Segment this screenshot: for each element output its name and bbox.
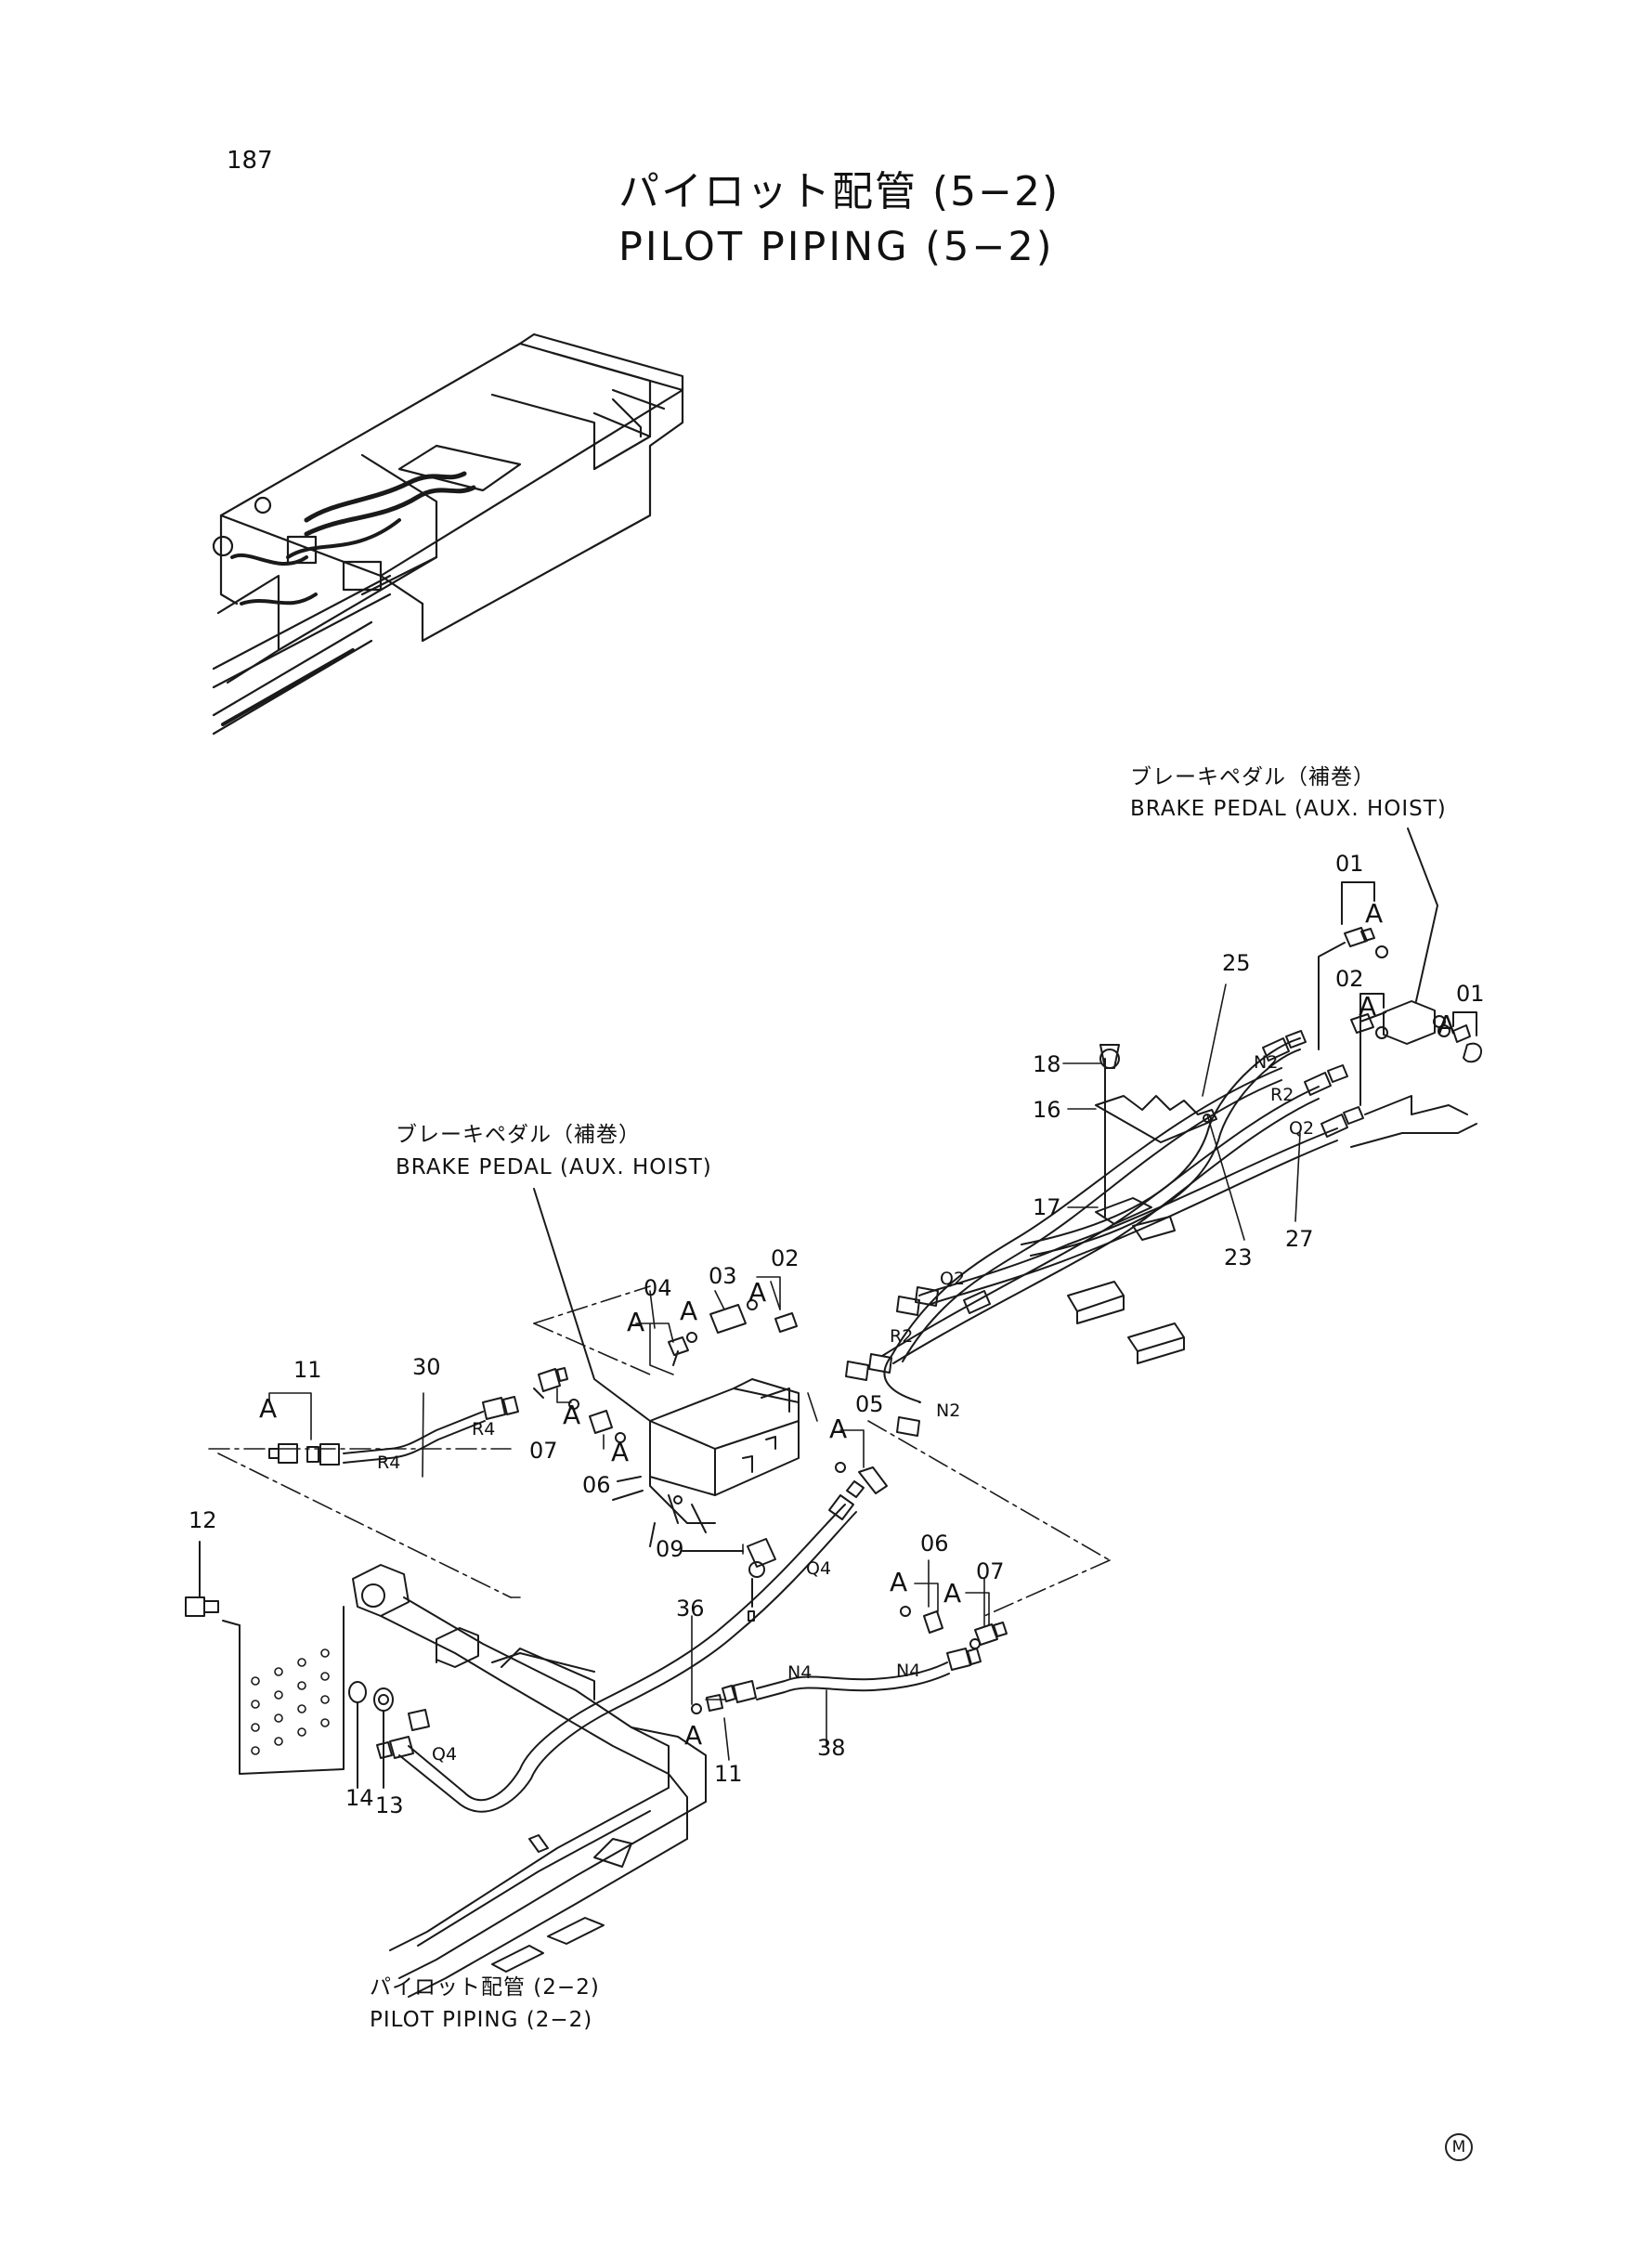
hose-label-q4: Q4 xyxy=(432,1744,458,1765)
part-number-02: 02 xyxy=(1335,966,1364,992)
detail-letter: A xyxy=(680,1296,698,1326)
part-number-05: 05 xyxy=(855,1391,884,1417)
part-number-06: 06 xyxy=(582,1472,611,1498)
part-number-13: 13 xyxy=(375,1792,404,1818)
part-number-18: 18 xyxy=(1033,1051,1061,1077)
caption-brake-pedal-left-en: BRAKE PEDAL (AUX. HOIST) xyxy=(396,1155,712,1179)
detail-letter: A xyxy=(748,1277,767,1308)
part-number-17: 17 xyxy=(1033,1194,1061,1220)
part-number-23: 23 xyxy=(1224,1244,1253,1270)
reference-frame xyxy=(208,1285,1111,1617)
detail-letter: A xyxy=(829,1414,848,1444)
part-number-09: 09 xyxy=(656,1536,684,1562)
caption-brake-pedal-right-jp: ブレーキペダル（補巻） xyxy=(1130,765,1375,789)
left-fittings xyxy=(268,1299,1008,1649)
detail-letter: A xyxy=(1437,1010,1456,1040)
hose-label-q2: Q2 xyxy=(1289,1118,1315,1139)
detail-letter: A xyxy=(890,1567,908,1597)
hose-label-r4: R4 xyxy=(377,1453,401,1473)
caption-brake-pedal-left-jp: ブレーキペダル（補巻） xyxy=(396,1123,641,1147)
part-number-04: 04 xyxy=(644,1275,672,1301)
part-number-14: 14 xyxy=(345,1785,374,1811)
part-number-12: 12 xyxy=(189,1507,217,1533)
detail-letter: A xyxy=(1359,991,1377,1022)
caption-pilot-piping-jp: パイロット配管 (2−2) xyxy=(370,1975,600,2000)
part-number-01: 01 xyxy=(1456,981,1485,1007)
part-number-30: 30 xyxy=(412,1354,441,1380)
part-number-27: 27 xyxy=(1285,1226,1314,1252)
detail-letter: A xyxy=(259,1393,278,1424)
part-number-07: 07 xyxy=(529,1438,558,1464)
part-number-16: 16 xyxy=(1033,1097,1061,1123)
detail-letter: A xyxy=(684,1720,703,1751)
hose-label-n4: N4 xyxy=(896,1661,921,1681)
caption-pilot-piping-en: PILOT PIPING (2−2) xyxy=(370,2008,593,2032)
part-number-38: 38 xyxy=(817,1735,846,1761)
part-number-25: 25 xyxy=(1222,950,1251,976)
part-number-06: 06 xyxy=(920,1531,949,1557)
clamp-assembly xyxy=(1067,1044,1217,1364)
detail-letter: A xyxy=(627,1307,645,1337)
page-title-en: PILOT PIPING (5−2) xyxy=(618,224,1055,270)
detail-letter: A xyxy=(1365,898,1384,929)
hose-label-r4: R4 xyxy=(472,1419,496,1440)
hose-label-n2: N2 xyxy=(1254,1052,1279,1073)
part-number-07: 07 xyxy=(976,1558,1005,1584)
part-number-02: 02 xyxy=(771,1245,800,1271)
part-number-11: 11 xyxy=(293,1357,322,1383)
hose-label-r2: R2 xyxy=(890,1326,914,1347)
hose-label-n4: N4 xyxy=(787,1662,813,1683)
machine-overview-inset xyxy=(212,332,684,736)
page-title-jp: パイロット配管 (5−2) xyxy=(618,168,1060,215)
page-number: 187 xyxy=(227,147,273,175)
hose-label-r2: R2 xyxy=(1270,1085,1294,1105)
hose-label-q2: Q2 xyxy=(940,1269,966,1289)
hose-label-n2: N2 xyxy=(936,1401,961,1421)
part-number-36: 36 xyxy=(676,1596,705,1622)
part-number-11: 11 xyxy=(714,1761,743,1787)
valve-block xyxy=(533,1188,800,1547)
hose-routing-lower xyxy=(376,1480,982,1813)
detail-letter: A xyxy=(563,1400,581,1430)
detail-letter: A xyxy=(943,1578,962,1609)
detail-letter: A xyxy=(611,1437,630,1467)
hose-routing-upper xyxy=(845,827,1482,1437)
caption-brake-pedal-right-en: BRAKE PEDAL (AUX. HOIST) xyxy=(1130,797,1447,821)
hose-label-q4: Q4 xyxy=(806,1558,832,1579)
part-number-01: 01 xyxy=(1335,851,1364,877)
part-number-03: 03 xyxy=(709,1263,737,1289)
lower-frame xyxy=(185,1541,707,1998)
corner-mark: M xyxy=(1445,2133,1473,2161)
leader-lines xyxy=(199,984,1301,1761)
